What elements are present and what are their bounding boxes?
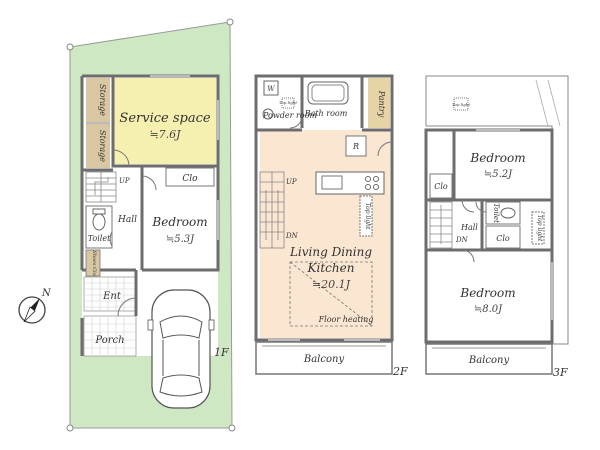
balcony-label: Balcony: [303, 354, 345, 365]
first-floor-closet: [165, 167, 215, 187]
first-floor: Service space ≒7.6J Bedroom ≒5.3J Storag…: [80, 74, 229, 409]
porch-floor: [83, 315, 137, 357]
ldk-label-line2: Kitchen: [307, 261, 355, 275]
refrigerator-fixture: [345, 135, 367, 157]
bedroom-upper-room: [456, 132, 550, 200]
third-floor-walls: [424, 128, 554, 344]
door-arc: [475, 201, 487, 213]
shoes-closet: [85, 249, 101, 277]
third-floor-stairs: [429, 201, 453, 249]
lot-corner-marker: [228, 424, 236, 432]
door-arc: [141, 175, 157, 191]
pantry-room: [368, 78, 390, 128]
door-arc: [109, 231, 113, 247]
top-light-label: Top light: [364, 203, 371, 230]
washbasin-fixture: [262, 108, 274, 120]
hall-label: Hall: [460, 223, 478, 232]
stove-icon: [365, 176, 379, 190]
toilet-tank: [92, 208, 106, 215]
closet-left-label: Clo: [434, 182, 448, 191]
third-floor-balcony: [425, 343, 553, 375]
door-arc: [112, 149, 130, 167]
porch-label: Porch: [94, 335, 124, 346]
service-space-label: Service space: [119, 111, 210, 126]
lot-corner-marker: [66, 424, 74, 432]
floor-heating-label: Floor heating: [318, 315, 374, 324]
floor-heating-diagonal: [289, 261, 373, 327]
bedroom-upper-label: Bedroom: [469, 151, 525, 165]
refrigerator-label: R: [352, 142, 359, 151]
bathroom-label: Bath room: [304, 109, 348, 118]
roof-hatch: [535, 79, 561, 127]
floor-heating-area: [289, 261, 373, 327]
lot-corner-marker: [66, 43, 74, 51]
second-floor-label: 2F: [392, 365, 408, 378]
toilet-fixture: [500, 207, 516, 219]
stair-down-label: DN: [455, 236, 469, 244]
stair-up-label: UP: [286, 178, 297, 186]
top-light-box-3f: [531, 211, 545, 245]
toilet-fixture: [92, 213, 106, 231]
powder-room-label: Powder room: [262, 111, 317, 120]
bedroom-lower-label: Bedroom: [459, 286, 515, 300]
third-floor-label: 3F: [553, 366, 568, 379]
entrance-label: Ent: [102, 291, 122, 302]
ldk-area: ≒20.1J: [312, 278, 351, 291]
entrance-tile-grid: [84, 277, 136, 311]
storage-lower-room: [86, 124, 110, 168]
bedroom-lower-area: ≒8.0J: [474, 304, 503, 315]
balcony-label: Balcony: [468, 355, 510, 366]
second-floor: W Top light Powder room Bath room Pantry…: [254, 74, 408, 378]
washer-fixture: [263, 80, 279, 96]
toilet-label: Toilet: [492, 203, 500, 223]
service-space-area: ≒7.6J: [149, 128, 181, 141]
closet-left: [429, 173, 453, 199]
first-floor-label: 1F: [214, 346, 229, 359]
lot-corner-marker: [226, 18, 234, 26]
bedroom-upper-area: ≒5.2J: [484, 169, 513, 180]
stair-down-label: DN: [285, 232, 299, 240]
top-light-box: [359, 195, 373, 237]
hall-label: Hall: [117, 215, 137, 225]
closet-center-label: Clo: [496, 234, 510, 243]
shoes-closet-label: Shoes Clo: [91, 250, 97, 275]
toilet-label: Toilet: [88, 234, 111, 243]
closet-center: [485, 225, 521, 249]
bedroom-lower-room: [430, 252, 550, 340]
ldk-label-line1: Living Dining: [289, 245, 372, 259]
bedroom-label: Bedroom: [151, 215, 207, 229]
top-light-roof-box: [453, 97, 469, 111]
stair-up-label: UP: [119, 177, 130, 185]
pantry-label: Pantry: [377, 90, 386, 118]
door-arc: [289, 115, 303, 129]
second-floor-walls: [254, 74, 394, 342]
first-floor-walls: [80, 74, 220, 356]
washer-label: W: [267, 85, 275, 93]
door-arc: [461, 199, 475, 213]
top-light-roof-label: Top light: [452, 102, 470, 107]
top-light-small-label: Top light: [279, 100, 297, 105]
storage-upper-label: Storage: [98, 84, 107, 116]
kitchen-sink: [321, 175, 343, 190]
first-floor-stairs: [85, 171, 117, 203]
top-light-label: Top light: [536, 215, 543, 242]
second-floor-stairs: [259, 171, 285, 249]
second-floor-balcony: [255, 341, 393, 375]
door-arc: [377, 141, 393, 157]
porch-tile-grid: [84, 316, 136, 356]
door-arc: [117, 297, 137, 317]
north-label: N: [41, 288, 52, 299]
car-icon: [147, 289, 215, 409]
third-floor: Top light Bedroom ≒5.2J Clo Toilet Top l…: [424, 75, 569, 379]
bathtub-inner: [311, 84, 345, 102]
storage-lower-label: Storage: [98, 130, 107, 162]
bedroom-area: ≒5.3J: [166, 234, 195, 245]
door-arc: [461, 249, 475, 263]
top-light-small-box: [281, 97, 295, 109]
service-space-room: [113, 78, 216, 164]
storage-upper-room: [86, 78, 110, 122]
north-compass-icon: N: [18, 288, 52, 324]
closet-label: Clo: [182, 174, 198, 184]
